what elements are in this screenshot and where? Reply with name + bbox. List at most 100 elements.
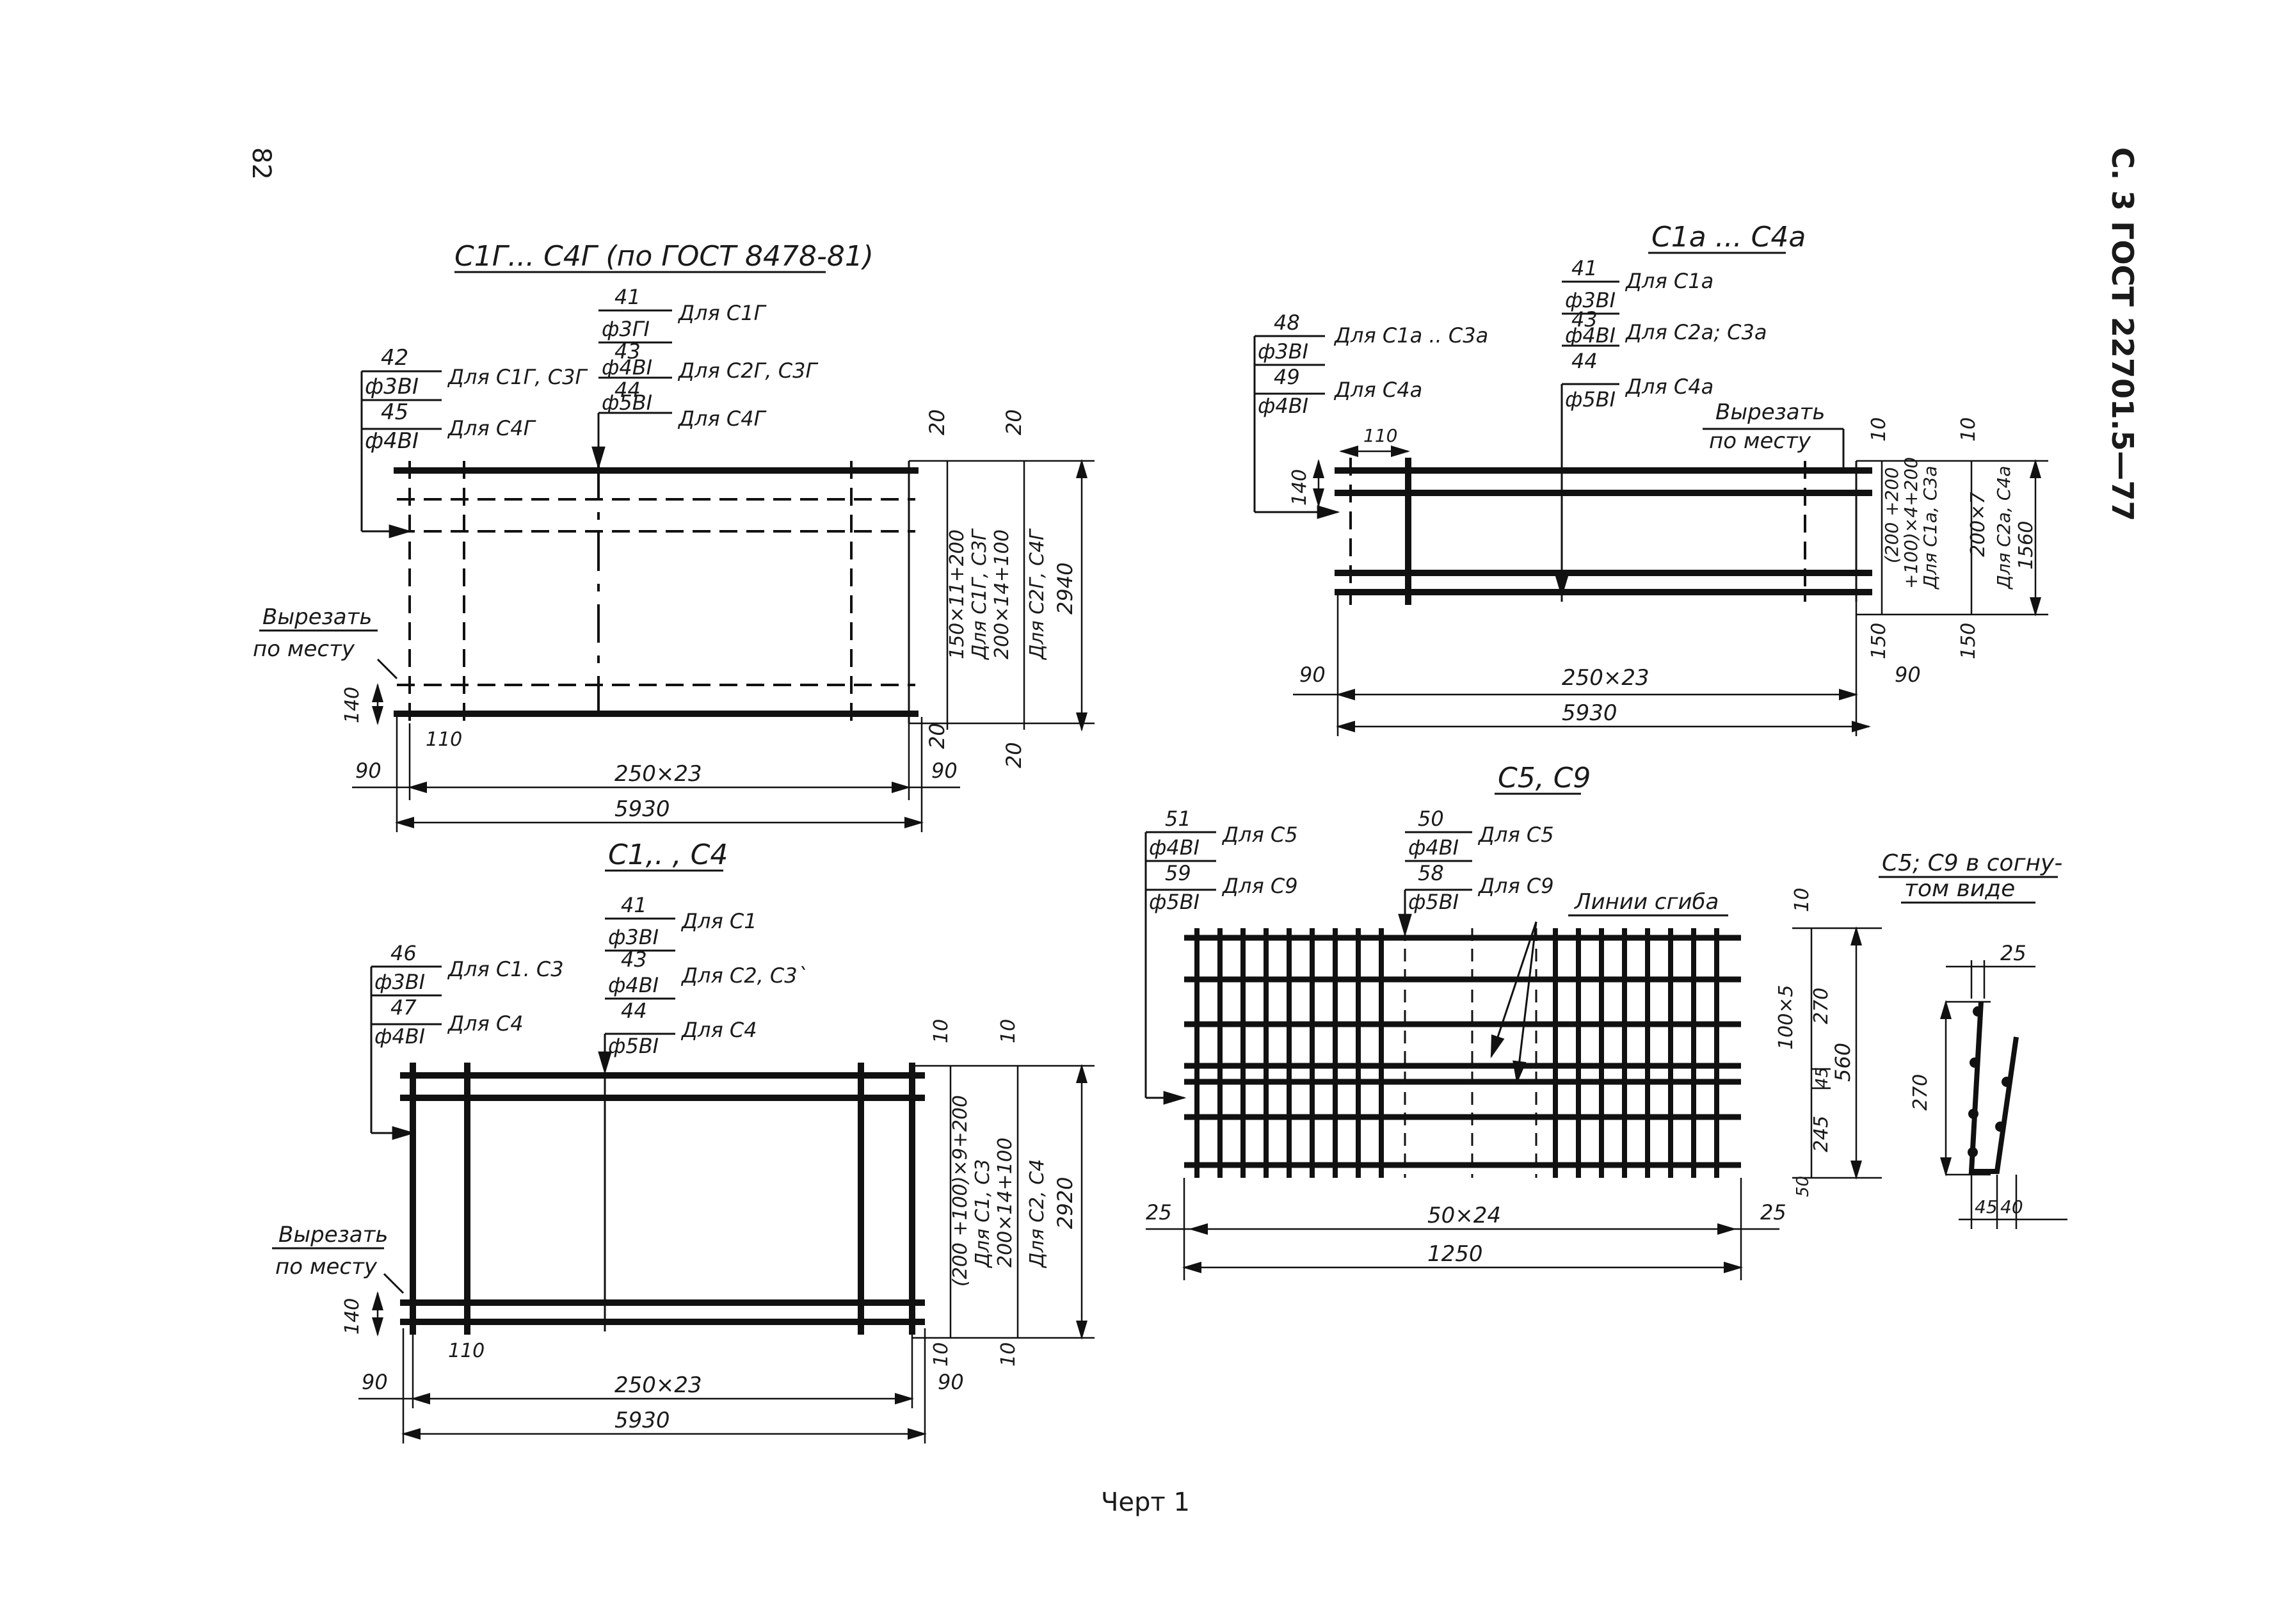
bent-dim-height: 270 bbox=[1909, 1074, 1932, 1111]
c1a-dim-top-b: 10 bbox=[1957, 417, 1980, 442]
c5-dim-length: 1250 bbox=[1427, 1241, 1483, 1267]
c1a-call-48-note: Для С1а .. С3а bbox=[1333, 323, 1488, 348]
c1g-call-45-bar: ф4BI bbox=[365, 428, 419, 454]
c1a-dim-pitch-v1b: +100)×4+200 bbox=[1900, 457, 1922, 589]
c5-dim-top: 10 bbox=[1791, 888, 1813, 912]
c1a-dim-top-a: 10 bbox=[1868, 417, 1890, 442]
c1g-dim-top-b: 20 bbox=[1002, 409, 1026, 435]
c1-dim-top-b: 10 bbox=[997, 1019, 1020, 1043]
c1-dim-left-off: 90 bbox=[362, 1370, 388, 1394]
c5-call-58-note: Для С9 bbox=[1477, 874, 1554, 898]
c1-call-46-num: 46 bbox=[390, 941, 417, 965]
c1-dim-pitch-v1: (200 +100)×9+200 bbox=[949, 1095, 972, 1287]
panel-c1: С1,. , С4 46 ф3BI Для С1. С3 47 ф4BI Для… bbox=[272, 839, 1095, 1443]
c1g-dim-right-off: 90 bbox=[931, 759, 958, 783]
c1a-call-43-bar: ф4BI bbox=[1565, 323, 1616, 348]
c1a-cut-note-2: по месту bbox=[1709, 428, 1811, 454]
c1-call-47-note: Для С4 bbox=[447, 1011, 524, 1036]
c1g-dim-height: 2940 bbox=[1053, 563, 1077, 615]
c5-dim-right-off: 25 bbox=[1760, 1200, 1786, 1225]
c1a-call-49-note: Для С4а bbox=[1333, 378, 1422, 402]
c1g-call-43-bar: ф4ВI bbox=[602, 355, 652, 380]
c1a-call-48-num: 48 bbox=[1274, 310, 1300, 335]
c5-bend-note: Линии сгиба bbox=[1573, 889, 1719, 915]
c1a-dim-length: 5930 bbox=[1562, 700, 1617, 726]
bent-dim-b: 40 bbox=[2000, 1196, 2023, 1218]
c1-dim-edge-h: 140 bbox=[341, 1298, 364, 1335]
c1g-dim-bot-a: 20 bbox=[925, 723, 949, 749]
c1a-call-41-bar: ф3BI bbox=[1565, 288, 1616, 312]
panel-c1-title: С1,. , С4 bbox=[608, 839, 728, 871]
c5-dim-height: 560 bbox=[1831, 1043, 1855, 1082]
c1-call-44-bar: ф5BI bbox=[608, 1034, 659, 1058]
c1-dim-pitch-v1-note: Для С1, С3 bbox=[972, 1159, 994, 1269]
panel-c1g-title: С1Г... С4Г (по ГОСТ 8478-81) bbox=[454, 240, 874, 273]
c1g-dim-top-a: 20 bbox=[925, 409, 949, 435]
c5-call-50-note: Для С5 bbox=[1477, 823, 1554, 847]
c1g-call-43-num: 43 bbox=[614, 339, 641, 364]
c1g-call-42-note: Для С1Г, С3Г bbox=[447, 365, 588, 389]
c1-dim-length: 5930 bbox=[614, 1408, 670, 1433]
c1-dim-right-off: 90 bbox=[938, 1370, 964, 1394]
c1g-call-44-note: Для С4Г bbox=[677, 406, 767, 431]
c5-dim-pitch-v: 100×5 bbox=[1775, 985, 1797, 1050]
c1a-dim-pitch-v1-note: Для С1а, С3а bbox=[1920, 466, 1941, 590]
c1a-call-44-note: Для С4а bbox=[1625, 374, 1713, 399]
c1a-dim-pitch-h: 250×23 bbox=[1562, 665, 1649, 691]
c5-call-51-bar: ф4BI bbox=[1149, 835, 1200, 860]
c1a-call-44-bar: ф5BI bbox=[1565, 387, 1616, 412]
c1-call-41-num: 41 bbox=[621, 893, 647, 917]
c1-call-43-num: 43 bbox=[621, 947, 647, 972]
c1g-dim-edge-h: 140 bbox=[341, 687, 364, 723]
panel-c1a-title: С1а ... С4а bbox=[1651, 221, 1806, 253]
c1g-dim-length: 5930 bbox=[614, 796, 670, 822]
c1a-dim-pitch-v2-note: Для С2а, С4а bbox=[1993, 466, 2014, 590]
c1g-call-43-note: Для С2Г, С3Г bbox=[677, 358, 818, 383]
c1g-call-42-bar: ф3BI bbox=[365, 374, 419, 399]
c1a-call-49-num: 49 bbox=[1274, 365, 1300, 389]
c5-call-50-bar: ф4BI bbox=[1408, 835, 1459, 860]
c1-dim-edge-w: 110 bbox=[448, 1340, 485, 1362]
c1-call-41-note: Для С1 bbox=[680, 909, 757, 933]
c1a-dim-bot-a: 150 bbox=[1868, 623, 1890, 659]
c1g-call-44-bar: ф5ВI bbox=[602, 390, 652, 415]
c1-dim-bot-a: 10 bbox=[930, 1342, 952, 1367]
c1-call-43-bar: ф4BI bbox=[608, 973, 659, 997]
c5-dim-45: 45 bbox=[1813, 1067, 1832, 1088]
c5-call-51-note: Для С5 bbox=[1221, 823, 1298, 847]
figure-caption: Черт 1 bbox=[1101, 1488, 1190, 1517]
bent-profile bbox=[1968, 1001, 2019, 1174]
c5-call-58-num: 58 bbox=[1418, 861, 1444, 885]
c1-dim-pitch-h: 250×23 bbox=[614, 1372, 702, 1398]
c5-call-50-num: 50 bbox=[1418, 807, 1444, 831]
c1a-dim-pitch-v1: (200 +200 bbox=[1881, 467, 1902, 563]
bent-title-2: том виде bbox=[1904, 876, 2015, 902]
c1a-call-41-num: 41 bbox=[1571, 256, 1598, 280]
c5-call-59-bar: ф5BI bbox=[1149, 890, 1200, 914]
c1a-call-43-note: Для С2а; С3а bbox=[1625, 320, 1767, 344]
c1g-dim-pitch-h: 250×23 bbox=[614, 761, 702, 787]
c5-call-51-num: 51 bbox=[1165, 807, 1191, 831]
c1-call-46-note: Для С1. С3 bbox=[447, 957, 564, 981]
bent-dim-top: 25 bbox=[2000, 941, 2026, 965]
bent-title-1: С5; С9 в согну- bbox=[1882, 850, 2062, 876]
c1a-call-48-bar: ф3BI bbox=[1258, 339, 1308, 364]
standard-id: С. 3 ГОСТ 22701.5—77 bbox=[2105, 147, 2140, 521]
c1g-call-45-num: 45 bbox=[381, 399, 408, 425]
c1a-dim-left-off: 90 bbox=[1299, 663, 1326, 687]
c1a-call-44-num: 44 bbox=[1571, 349, 1598, 373]
c1g-dim-pitch-v2: 200×14+100 bbox=[991, 529, 1013, 659]
c1g-call-45-note: Для С4Г bbox=[447, 416, 536, 440]
c1g-dim-pitch-v2-note: Для С2Г, С4Г bbox=[1026, 528, 1048, 661]
c1g-dim-edge-w: 110 bbox=[426, 728, 462, 751]
c1a-call-49-bar: ф4BI bbox=[1258, 394, 1308, 418]
c1-call-46-bar: ф3BI bbox=[374, 970, 425, 994]
c1-dim-height: 2920 bbox=[1053, 1177, 1077, 1229]
panel-c5: С5, С9 51 ф4BI Для С5 59 ф5BI Для С9 50 … bbox=[1144, 762, 1882, 1280]
c1a-dim-height: 1560 bbox=[2015, 521, 2037, 570]
c5-dim-50: 50 bbox=[1794, 1176, 1813, 1197]
c1g-call-41-note: Для С1Г bbox=[677, 301, 767, 325]
c1-call-44-note: Для С4 bbox=[680, 1018, 757, 1042]
c1g-call-41-num: 41 bbox=[614, 285, 641, 309]
